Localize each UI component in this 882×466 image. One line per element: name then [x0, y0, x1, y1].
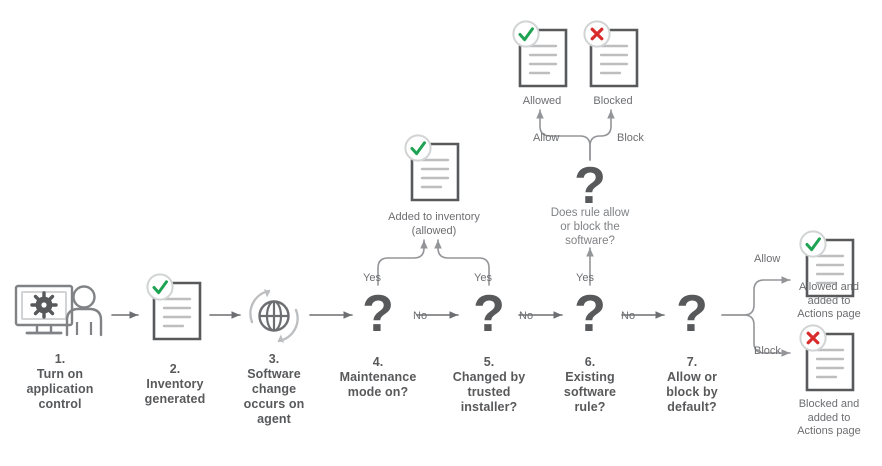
- edge-label-block-rule: Block: [617, 132, 644, 144]
- outcome-allowed-icon: [511, 20, 573, 92]
- edge-label-block-default: Block: [754, 345, 781, 357]
- edge-label-no-step4: No: [413, 310, 428, 322]
- step-2-caption: 2.Inventory generated: [123, 362, 227, 407]
- outcome-added-to-inventory-label: Added to inventory (allowed): [388, 211, 480, 237]
- edge-label-no-step6: No: [621, 310, 636, 322]
- document-blocked-icon: [799, 324, 855, 392]
- rule-decision-label: Does rule allow or block the software?: [550, 207, 630, 247]
- outcome-allowed-actions-label: Allowed and added to Actions page: [797, 281, 861, 320]
- outcome-blocked-label: Blocked: [593, 95, 633, 107]
- edge-label-allow-rule: Allow: [533, 132, 560, 144]
- step-5-caption: 5.Changed by trusted installer?: [437, 355, 541, 415]
- step-6-number: 6.: [584, 355, 596, 369]
- outcome-blocked-actions-label: Blocked and added to Actions page: [797, 398, 861, 437]
- step-3-label: Software change occurs on agent: [243, 367, 305, 426]
- step-7-label: Allow or block by default?: [666, 370, 718, 414]
- rule-decision-question-icon: ?: [574, 157, 606, 215]
- document-blocked-icon: [583, 20, 639, 88]
- step-3-icon: [242, 286, 306, 346]
- step-6-caption: 6.Existing software rule?: [538, 355, 642, 415]
- step-3-caption: 3.Software change occurs on agent: [222, 352, 326, 427]
- step-1-label: Turn on application control: [26, 367, 94, 411]
- step-3-number: 3.: [268, 352, 280, 366]
- step-5-question-icon: ?: [473, 285, 505, 343]
- step-7-question-icon: ?: [676, 285, 708, 343]
- edge-label-yes-step4: Yes: [363, 272, 381, 284]
- outcome-added-to-inventory-icon: [403, 134, 465, 206]
- document-allowed-icon: [146, 273, 202, 341]
- monitor-gear-person-icon: [14, 284, 103, 337]
- step-4-caption: 4.Maintenance mode on?: [326, 355, 430, 400]
- document-allowed-icon: [404, 134, 460, 202]
- step-6-question-icon: ?: [574, 285, 606, 343]
- step-5-number: 5.: [483, 355, 495, 369]
- step-7-caption: 7.Allow or block by default?: [640, 355, 744, 415]
- document-allowed-icon: [512, 20, 568, 88]
- step-4-question-icon: ?: [362, 285, 394, 343]
- step-1-caption: 1.Turn on application control: [8, 352, 112, 412]
- step-2-label: Inventory generated: [144, 377, 206, 406]
- edge-label-allow-default: Allow: [754, 253, 781, 265]
- outcome-allowed-actions-icon: [798, 230, 860, 302]
- step-7-number: 7.: [686, 355, 698, 369]
- step-1-number: 1.: [54, 352, 66, 366]
- step-5-label: Changed by trusted installer?: [452, 370, 526, 414]
- edge-label-no-step5: No: [519, 310, 534, 322]
- outcome-allowed-label: Allowed: [522, 95, 562, 107]
- step-4-label: Maintenance mode on?: [339, 370, 417, 399]
- step-4-number: 4.: [372, 355, 384, 369]
- step-6-label: Existing software rule?: [563, 370, 617, 414]
- step-1-icon: [14, 282, 114, 344]
- edge-label-yes-step5: Yes: [474, 272, 492, 284]
- outcome-blocked-actions-icon: [798, 324, 860, 396]
- edge-label-yes-step6: Yes: [576, 272, 594, 284]
- document-allowed-icon: [799, 230, 855, 298]
- step-2-icon: [145, 273, 207, 345]
- step-2-number: 2.: [169, 362, 181, 376]
- globe-refresh-icon: [249, 289, 299, 343]
- outcome-blocked-icon: [582, 20, 644, 92]
